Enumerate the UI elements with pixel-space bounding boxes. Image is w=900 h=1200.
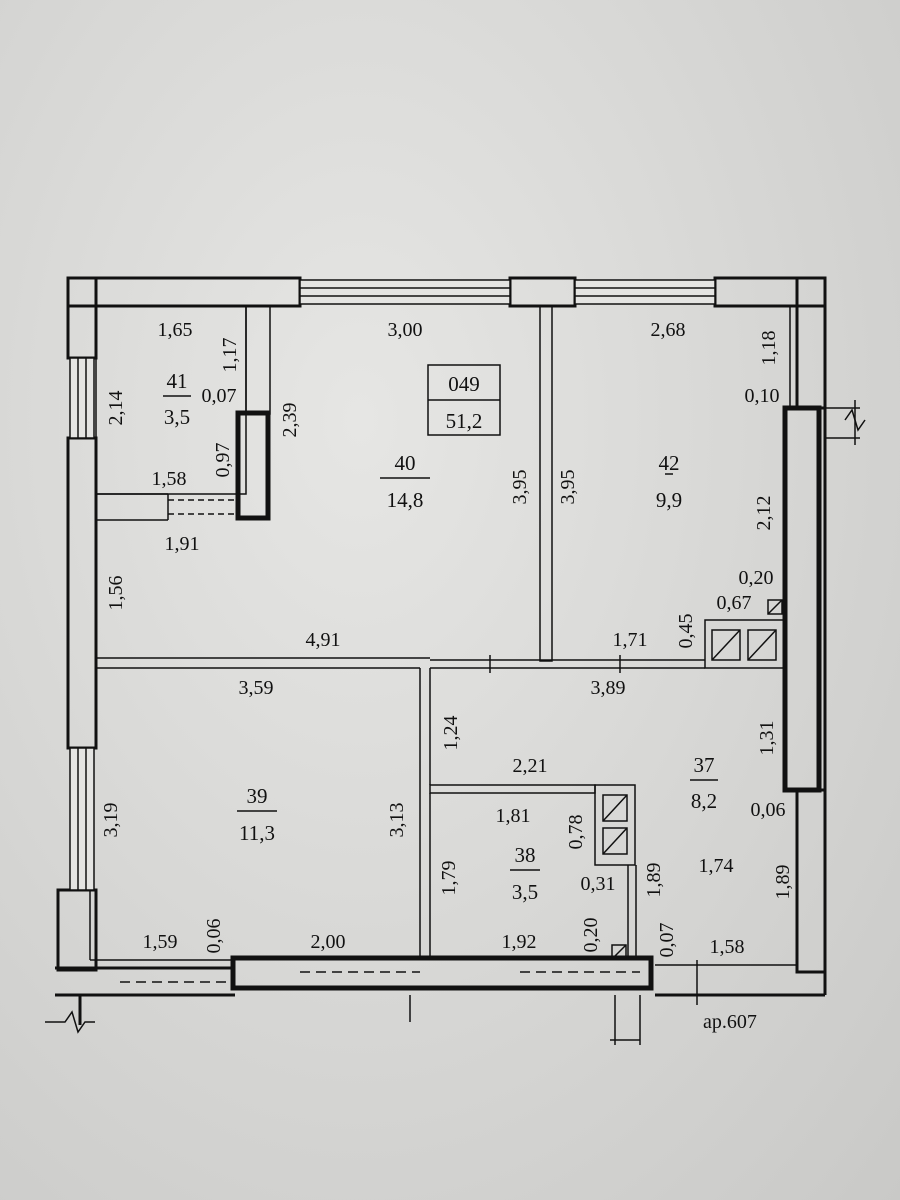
dim-label: 3,19: [100, 803, 122, 838]
dim-label: 0,67: [717, 592, 752, 614]
dim-label: 0,20: [739, 567, 774, 589]
room-42-id: 42: [659, 451, 680, 475]
dim-label: 1,89: [643, 863, 665, 898]
dim-label: 0,06: [751, 799, 786, 821]
dim-label: 1,92: [502, 931, 537, 953]
dim-label: 1,81: [496, 805, 531, 827]
room-labels: 41 3,5 40 14,8 42 9,9 39 11,3 38 3,5 37 …: [163, 369, 718, 904]
dim-label: 0,31: [581, 873, 616, 895]
dim-label: 1,89: [772, 865, 794, 900]
dimension-labels: 1,65 1,17 0,07 2,14 2,39 1,58 0,97 1,91 …: [100, 319, 794, 958]
dim-label: 2,00: [311, 931, 346, 953]
apartment-number: 049: [448, 372, 480, 396]
dim-label: 1,65: [158, 319, 193, 341]
window-room-39: [69, 747, 95, 891]
dim-label: 4,91: [306, 629, 341, 651]
dim-label: 1,31: [756, 721, 778, 756]
room-39-id: 39: [247, 784, 268, 808]
window-room-41: [69, 357, 95, 439]
dim-label: 1,56: [105, 576, 127, 611]
dim-label: 1,58: [710, 936, 745, 958]
dim-label: 0,07: [656, 923, 678, 958]
dim-label: 3,95: [557, 470, 579, 505]
room-39-area: 11,3: [239, 821, 275, 845]
dim-label: 1,17: [219, 338, 241, 373]
dim-label: 1,58: [152, 468, 187, 490]
dim-label: 2,12: [753, 496, 775, 531]
dim-label: 1,79: [438, 861, 460, 896]
dim-label: 2,68: [651, 319, 686, 341]
dim-label: 1,24: [440, 716, 462, 751]
dim-label: 0,97: [212, 443, 234, 478]
dim-label: 2,21: [513, 755, 548, 777]
dim-label: 3,89: [591, 677, 626, 699]
dim-label: 0,07: [202, 385, 237, 407]
dim-label: 1,18: [758, 331, 780, 366]
dim-label: 1,71: [613, 629, 648, 651]
dim-label: 3,59: [239, 677, 274, 699]
apartment-badge: 049 51,2: [427, 364, 501, 436]
room-40-id: 40: [395, 451, 416, 475]
windows: [69, 279, 716, 891]
window-room-42: [574, 279, 716, 305]
window-room-40: [299, 279, 511, 305]
dim-label: 0,78: [565, 815, 587, 850]
dim-label: 1,74: [699, 855, 734, 877]
dim-label: 0,06: [203, 919, 225, 954]
room-42-area: 9,9: [656, 488, 682, 512]
dim-label: 1,59: [143, 931, 178, 953]
room-37-id: 37: [694, 753, 715, 777]
room-41-area: 3,5: [164, 405, 190, 429]
room-40-area: 14,8: [387, 488, 424, 512]
apartment-total-area: 51,2: [446, 409, 483, 433]
room-38-id: 38: [515, 843, 536, 867]
dim-label: 0,45: [675, 614, 697, 649]
dim-label: 2,39: [279, 403, 301, 438]
axis-label: ар.607: [703, 1011, 757, 1033]
dim-label: 3,13: [386, 803, 408, 838]
internal-walls: [89, 305, 822, 1005]
room-38-area: 3,5: [512, 880, 538, 904]
room-41-id: 41: [167, 369, 188, 393]
dim-label: 1,91: [165, 533, 200, 555]
dim-label: 2,14: [105, 391, 127, 426]
dim-label: 0,20: [580, 918, 602, 953]
dim-label: 3,00: [388, 319, 423, 341]
dim-label: 0,10: [745, 385, 780, 407]
dim-label: 3,95: [509, 470, 531, 505]
room-37-area: 8,2: [691, 789, 717, 813]
